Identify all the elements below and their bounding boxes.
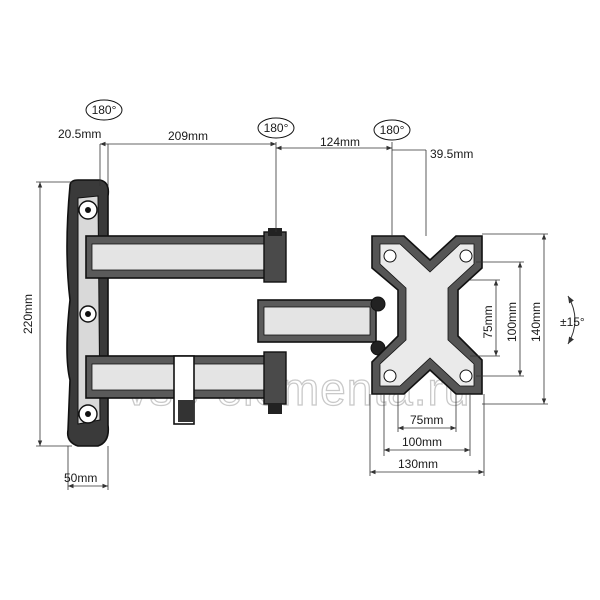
vesa-plate [371, 235, 483, 395]
tilt-arrow-icon [567, 295, 576, 345]
dim-plate-height: 220mm [21, 294, 35, 334]
wall-plate [66, 179, 110, 447]
dim-vesa-75-h: 75mm [410, 413, 443, 427]
top-dimensions [99, 141, 427, 236]
vesa-horizontal-dimensions [369, 394, 485, 476]
dim-wall-offset: 20.5mm [58, 127, 101, 141]
dim-plate-width: 50mm [64, 471, 97, 485]
rotation-head-label: 180° [380, 123, 405, 137]
lower-arm [85, 351, 287, 425]
short-arm [257, 296, 386, 356]
vesa-vertical-dimensions [470, 233, 548, 405]
dim-vesa-75-v: 75mm [481, 305, 495, 338]
dim-vesa-140-v: 140mm [529, 302, 543, 342]
dim-vesa-100-v: 100mm [505, 302, 519, 342]
dim-arm1-length: 209mm [168, 129, 208, 143]
rotation-middle-label: 180° [264, 121, 289, 135]
rotation-head-icon: 180° [373, 119, 411, 141]
plate-width-dimension [67, 446, 109, 490]
rotation-wall-icon: 180° [85, 99, 123, 121]
upper-arm [85, 228, 287, 283]
dim-vesa-130-h: 130mm [398, 457, 438, 471]
plate-height-dimension [36, 181, 72, 447]
dim-arm2-length: 124mm [320, 135, 360, 149]
rotation-wall-label: 180° [92, 103, 117, 117]
tilt-label: ±15° [560, 315, 585, 329]
dim-head-offset: 39.5mm [430, 147, 473, 161]
rotation-middle-icon: 180° [257, 117, 295, 139]
dim-vesa-100-h: 100mm [402, 435, 442, 449]
